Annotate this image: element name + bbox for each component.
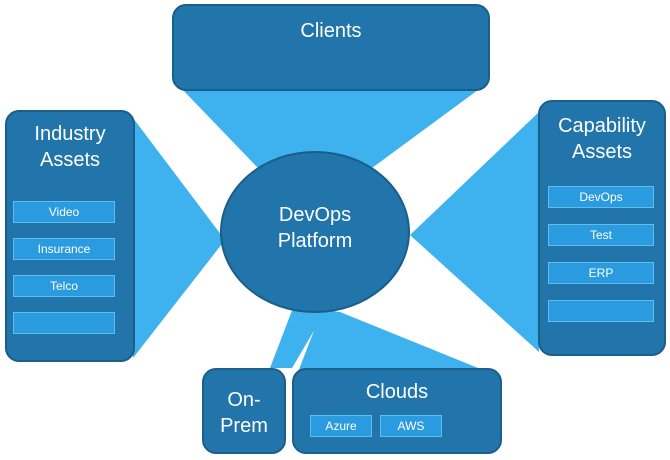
- on-prem-box: On- Prem: [202, 368, 286, 454]
- connector-clouds: [298, 310, 488, 372]
- clouds-item-aws: AWS: [380, 415, 442, 437]
- capability-assets-title-line2: Assets: [571, 141, 633, 163]
- clients-title: Clients: [300, 20, 362, 42]
- on-prem-title-line1: On-: [227, 389, 261, 411]
- clients-box: Clients: [172, 4, 490, 91]
- industry-item-empty: [13, 312, 115, 334]
- connector-clients: [180, 87, 482, 168]
- connector-on-prem: [270, 300, 325, 368]
- devops-platform-ellipse: DevOps Platform: [220, 151, 410, 313]
- industry-item-telco: Telco: [13, 275, 115, 297]
- capability-assets-title-line1: Capability: [558, 115, 646, 137]
- capability-item-empty: [548, 300, 654, 322]
- platform-title-line1: DevOps: [278, 204, 352, 226]
- connector-capability-assets: [410, 112, 539, 352]
- industry-item-video: Video: [13, 201, 115, 223]
- capability-assets-box: Capability Assets DevOps Test ERP: [538, 100, 666, 356]
- connector-industry-assets: [133, 118, 225, 358]
- platform-title-line2: Platform: [277, 230, 353, 252]
- on-prem-title-line2: Prem: [220, 415, 268, 437]
- industry-assets-box: Industry Assets Video Insurance Telco: [5, 110, 135, 362]
- clouds-box: Clouds Azure AWS: [292, 368, 502, 454]
- clouds-item-azure: Azure: [310, 415, 372, 437]
- industry-assets-title-line2: Assets: [39, 149, 101, 171]
- industry-item-insurance: Insurance: [13, 238, 115, 260]
- capability-item-devops: DevOps: [548, 186, 654, 208]
- clouds-title: Clouds: [365, 381, 429, 403]
- capability-item-erp: ERP: [548, 262, 654, 284]
- industry-assets-title-line1: Industry: [34, 123, 106, 145]
- capability-item-test: Test: [548, 224, 654, 246]
